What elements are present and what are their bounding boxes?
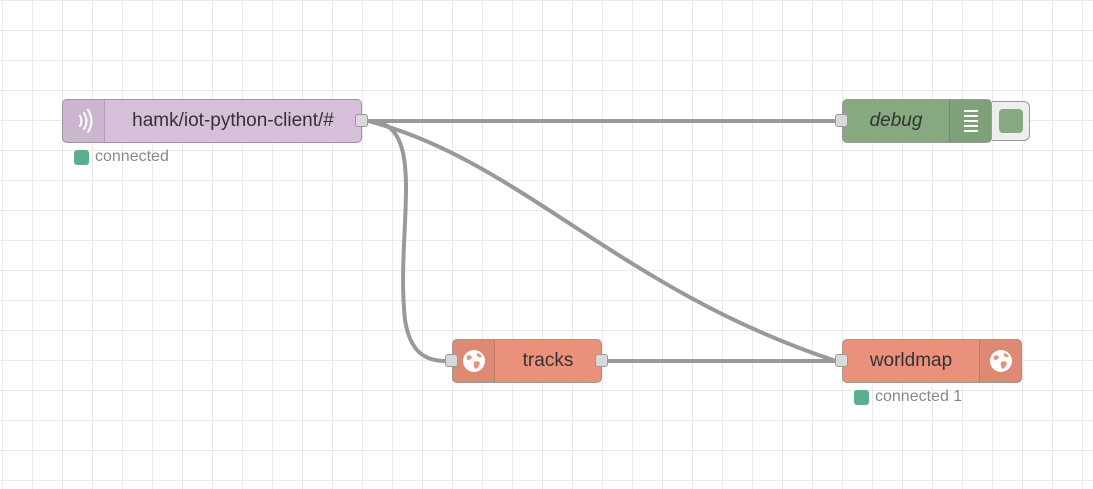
list-lines-icon	[949, 100, 991, 142]
tracks-node[interactable]: tracks	[452, 339, 602, 383]
node-label: debug	[869, 110, 923, 131]
mqtt-output-port[interactable]	[355, 114, 368, 127]
debug-toggle-button[interactable]	[992, 101, 1030, 141]
status-text: connected 1	[875, 388, 963, 405]
debug-node[interactable]: debug	[842, 99, 992, 143]
node-label: tracks	[522, 350, 574, 371]
globe-icon	[453, 340, 495, 382]
node-label: worldmap	[869, 350, 953, 371]
wire-mqtt-to-tracks[interactable]	[367, 119, 447, 363]
worldmap-status: connected 1	[854, 388, 962, 406]
debug-toggle-indicator	[998, 109, 1023, 133]
status-text: connected	[95, 148, 169, 165]
tracks-output-port[interactable]	[595, 354, 608, 367]
mqtt-status: connected	[74, 148, 169, 166]
node-label: hamk/iot-python-client/#	[132, 110, 334, 131]
tracks-input-port[interactable]	[445, 354, 458, 367]
status-dot-icon	[74, 149, 89, 165]
status-dot-icon	[854, 389, 869, 405]
wire-mqtt-to-worldmap[interactable]	[367, 119, 837, 363]
globe-icon	[979, 340, 1021, 382]
worldmap-input-port[interactable]	[835, 354, 848, 367]
debug-input-port[interactable]	[835, 114, 848, 127]
worldmap-node[interactable]: worldmap	[842, 339, 1022, 383]
mqtt-in-node[interactable]: hamk/iot-python-client/#	[62, 99, 362, 143]
wireless-signal-icon	[63, 100, 105, 142]
